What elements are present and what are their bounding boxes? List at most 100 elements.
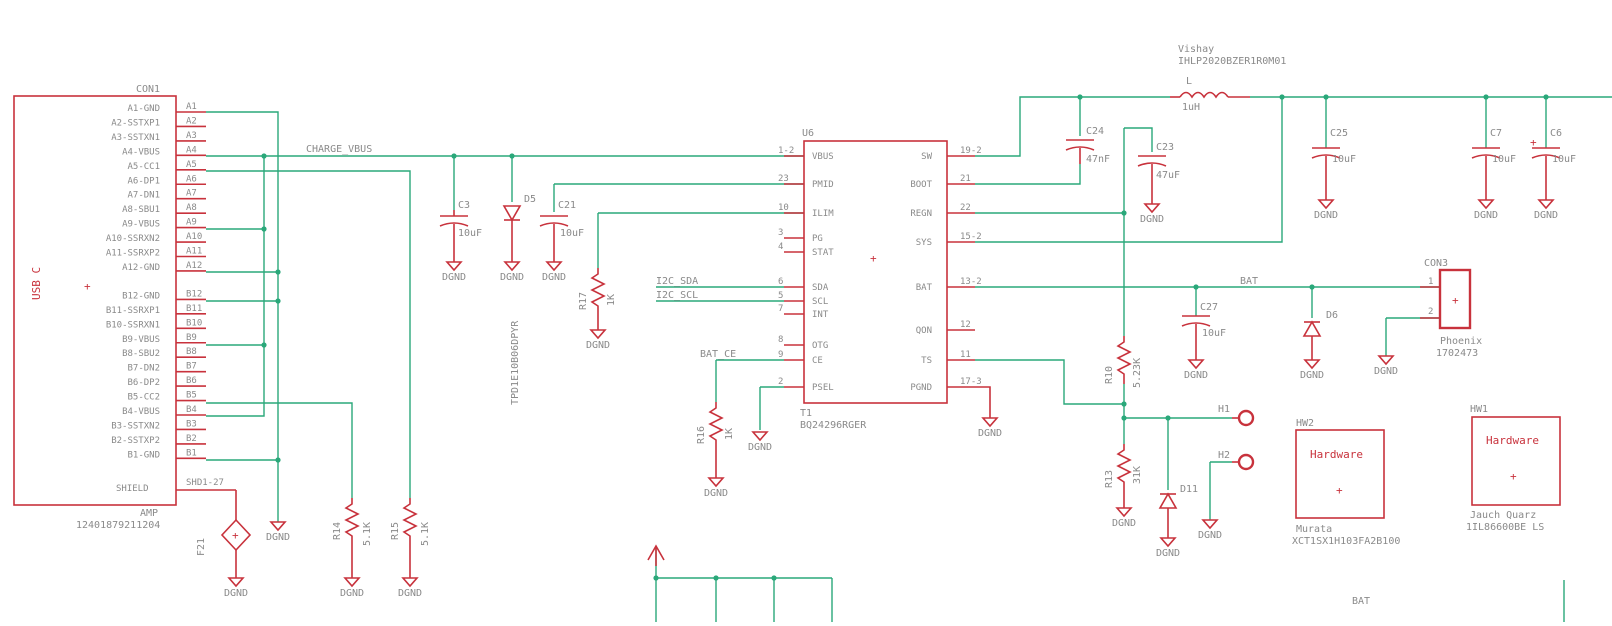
usb-pin-name: A5-CC1 (127, 162, 160, 172)
c25-capacitor[interactable]: C25 10uF (1311, 128, 1356, 200)
ground-symbol: DGND (748, 431, 772, 453)
c7-capacitor[interactable]: C7 10uF (1471, 128, 1516, 200)
ic-pin-number: 21 (960, 174, 971, 184)
usb-pin-name: A7-DN1 (127, 191, 160, 201)
input-wires (451, 153, 804, 430)
ic-pin-name: CE (812, 356, 823, 366)
usb-pin-number: A12 (186, 261, 202, 271)
usb-pin-name: B9-VBUS (122, 335, 160, 345)
usb-connector[interactable]: CON1 USB C + AMP 12401879211204 SHIELD S… (13, 84, 236, 531)
usb-pin-name: A3-SSTXN1 (111, 133, 160, 143)
r13-resistor[interactable]: R13 31K (1104, 444, 1143, 508)
ic-left-pin: OTG 8 (778, 335, 828, 351)
charger-ic[interactable]: U6 T1 BQ24296RGER + VBUS1-2PMID23ILIM10P… (778, 128, 991, 431)
ground-label: DGND (748, 442, 772, 453)
r15-resistor[interactable]: R15 5.1K (390, 498, 431, 578)
hw2-label: Hardware (1310, 448, 1363, 461)
hw1-hardware[interactable]: HW1 Hardware + Jauch Quarz 1IL86600BE LS (1466, 404, 1561, 533)
usb-connector-value: USB C (30, 267, 43, 300)
ic-pin-number: 17-3 (960, 377, 982, 387)
con3-part: 1702473 (1436, 348, 1478, 359)
r10-resistor[interactable]: R10 5.23K (1104, 336, 1143, 388)
usb-pin-number: A1 (186, 102, 197, 112)
h1-test-point[interactable]: H1 (1218, 404, 1255, 427)
ic-pin-name: BAT (916, 283, 933, 293)
hw2-hardware[interactable]: HW2 Hardware + Murata XCT1SX1H103FA2B100 (1292, 418, 1400, 547)
r16-ref: R16 (696, 426, 707, 444)
hw2-mfr: Murata (1296, 524, 1332, 535)
inductor-ref: L (1186, 76, 1192, 87)
f21-component[interactable]: + F21 (196, 490, 252, 578)
ic-pin-number: 12 (960, 320, 971, 330)
h2-test-point[interactable]: H2 (1218, 450, 1255, 471)
c3-capacitor[interactable]: C3 10uF (439, 200, 482, 262)
r15-ref: R15 (390, 522, 401, 540)
usb-pin-number: B8 (186, 347, 197, 357)
r17-resistor[interactable]: R17 1K (578, 268, 617, 330)
ground-label: DGND (586, 340, 610, 351)
ic-pin-number: 2 (778, 377, 783, 387)
ic-pin-number: 5 (778, 291, 783, 301)
ic-pin-name: ILIM (812, 209, 834, 219)
hw1-center-mark: + (1510, 470, 1517, 483)
con3-pin-1: 1 (1428, 277, 1433, 287)
ic-pin-name: STAT (812, 248, 834, 258)
c24-capacitor[interactable]: C24 47nF (1065, 126, 1110, 165)
c6-capacitor[interactable]: + C6 10uF (1530, 128, 1576, 200)
usb-pin-name: A1-GND (127, 104, 160, 114)
ic-pin-name: OTG (812, 341, 828, 351)
usb-pin-name: B10-SSRXN1 (106, 320, 160, 330)
c21-capacitor[interactable]: C21 10uF (539, 200, 584, 262)
c7-ref: C7 (1490, 128, 1502, 139)
d5-diode[interactable]: D5 TPD1E10B06DPYR (502, 194, 536, 405)
c23-capacitor[interactable]: C23 47uF (1137, 142, 1180, 204)
inductor-l[interactable]: Vishay IHLP2020BZER1R0M01 L 1uH (1170, 44, 1286, 113)
r13-value: 31K (1132, 466, 1143, 484)
d5-part: TPD1E10B06DPYR (510, 320, 521, 405)
usb-pin-number: A3 (186, 131, 197, 141)
ic-pin-number: 23 (778, 174, 789, 184)
net-label-i2c-scl: I2C_SCL (656, 290, 698, 301)
r10-value: 5.23K (1132, 358, 1143, 388)
con3-connector[interactable]: + CON3 Phoenix 1702473 1 2 (1420, 258, 1482, 359)
usb-pin-name: B7-DN2 (127, 364, 160, 374)
ground-symbol: DGND (1474, 199, 1498, 221)
ic-pin-name: BOOT (910, 180, 932, 190)
d6-diode[interactable]: D6 (1302, 310, 1338, 360)
usb-pin-number: A11 (186, 247, 202, 257)
c6-value: 10uF (1552, 154, 1576, 165)
usb-pin-name: A8-SBU1 (122, 205, 160, 215)
ground-symbol: DGND (1156, 537, 1180, 559)
c27-capacitor[interactable]: C27 10uF (1181, 302, 1226, 360)
ground-symbol: DGND (978, 417, 1002, 439)
usb-connector-mfr: AMP (140, 508, 158, 519)
usb-shield-pins: SHD1-27 (186, 478, 224, 488)
d11-diode[interactable]: D11 (1158, 484, 1198, 538)
usb-pin-number: A5 (186, 160, 197, 170)
ground-symbol: DGND (586, 329, 610, 351)
usb-pin-name: A10-SSRXN2 (106, 234, 160, 244)
ground-label: DGND (398, 588, 422, 599)
d11-ref: D11 (1180, 484, 1198, 495)
ic-pin-name: INT (812, 310, 829, 320)
ic-pin-name: PSEL (812, 383, 834, 393)
ic-pin-name: PGND (910, 383, 932, 393)
usb-pin: A3-SSTXN1 A3 (111, 131, 206, 143)
ic-pin-number: 4 (778, 242, 783, 252)
usb-pin-number: B7 (186, 362, 197, 372)
d6-ref: D6 (1326, 310, 1338, 321)
usb-pin-number: B3 (186, 419, 197, 429)
ic-left-pin: STAT 4 (778, 242, 834, 258)
ic-pin-number: 8 (778, 335, 783, 345)
r14-resistor[interactable]: R14 5.1K (332, 498, 373, 578)
c23-ref: C23 (1156, 142, 1174, 153)
hw1-mfr: Jauch Quarz (1470, 510, 1536, 521)
r16-resistor[interactable]: R16 1K (696, 402, 735, 478)
